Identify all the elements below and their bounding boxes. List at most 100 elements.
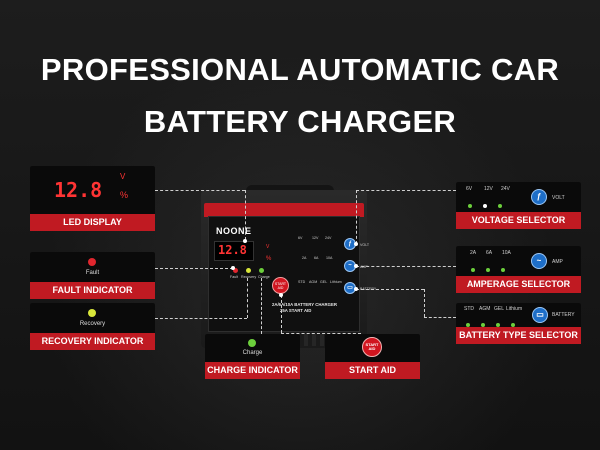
amp-dot-2 — [486, 268, 490, 272]
device-charge-text: Charge — [258, 275, 270, 279]
leader-battery-end — [424, 317, 456, 318]
led-display-value: 12.8 — [54, 178, 103, 202]
device-volt-opt-2: 12V — [312, 236, 319, 240]
device-charge-led — [259, 268, 264, 273]
volt-dot-2 — [483, 204, 487, 208]
callout-recovery-indicator: Recovery RECOVERY INDICATOR — [30, 303, 155, 350]
amp-knob-label: AMP — [552, 259, 563, 265]
fault-led-icon — [88, 258, 96, 266]
leader-battery-drop — [424, 289, 425, 317]
headline-line-1: PROFESSIONAL AUTOMATIC CAR — [40, 52, 560, 87]
leader-start-horizontal — [281, 333, 361, 334]
device-bat-opt-3: GEL — [320, 280, 328, 284]
leader-dot-start — [279, 293, 283, 297]
start-aid-button-icon: START AID — [362, 337, 382, 357]
amp-dot-3 — [501, 268, 505, 272]
start-aid-button-text: START AID — [365, 342, 379, 352]
leader-dot-battery — [354, 287, 358, 291]
device-top-accent — [204, 203, 364, 217]
leader-amperage — [356, 266, 456, 267]
volt-opt-3: 24V — [501, 186, 510, 192]
amp-icon: ~ — [531, 253, 547, 269]
volt-icon: ƒ — [531, 189, 547, 205]
device-model-line-1: 2A/6A/10A BATTERY CHARGER — [272, 302, 337, 307]
bat-opt-3: GEL — [494, 306, 505, 312]
callout-amperage-selector: 2A 6A 10A ~ AMP AMPERAGE SELECTOR — [456, 246, 581, 293]
leader-charge — [261, 278, 262, 334]
device-bat-opt-4: Lithium — [330, 280, 342, 284]
fault-indicator-label: FAULT INDICATOR — [30, 282, 155, 299]
callout-charge-indicator: Charge CHARGE INDICATOR — [205, 334, 300, 379]
amp-opt-3: 10A — [502, 250, 511, 256]
volt-dot-1 — [468, 204, 472, 208]
battery-type-selector-label: BATTERY TYPE SELECTOR — [456, 327, 581, 344]
device-recovery-led — [246, 268, 251, 273]
leader-dot-display — [243, 239, 247, 243]
voltage-selector-label: VOLTAGE SELECTOR — [456, 212, 581, 229]
device-recovery-text: Recovery — [241, 275, 257, 279]
leader-led-display — [155, 190, 245, 191]
leader-dot-amperage — [354, 264, 358, 268]
volt-dot-3 — [498, 204, 502, 208]
volt-opt-2: 12V — [484, 186, 493, 192]
charge-indicator-label: CHARGE INDICATOR — [205, 362, 300, 379]
device-start-aid-text: START AID — [274, 282, 287, 291]
device-fault-text: Fault — [230, 275, 238, 279]
fault-text: Fault — [85, 270, 100, 276]
volt-knob-label: VOLT — [552, 195, 565, 201]
volt-opt-1: 6V — [466, 186, 473, 192]
device-lcd-unit-percent: % — [266, 256, 272, 262]
device-brand-logo: NOONE — [216, 226, 252, 236]
leader-voltage — [356, 190, 456, 191]
amp-opt-1: 2A — [470, 250, 477, 256]
battery-icon: ▭ — [532, 307, 548, 323]
device-volt-label: VOLT — [360, 243, 370, 247]
leader-recovery-rise — [247, 278, 248, 318]
leader-led-display-drop — [245, 190, 246, 240]
device-bat-opt-2: AGM — [309, 280, 318, 284]
led-display-label: LED DISPLAY — [30, 214, 155, 231]
device-front-panel — [208, 216, 360, 332]
amp-opt-2: 6A — [486, 250, 493, 256]
device-lcd-screen — [214, 241, 254, 261]
charge-text: Charge — [242, 350, 263, 356]
headline-line-2: BATTERY CHARGER — [143, 104, 457, 139]
bat-opt-2: AGM — [479, 306, 491, 312]
callout-start-aid: START AID START AID — [325, 334, 420, 379]
device-lcd-unit-volt: V — [266, 244, 270, 250]
recovery-indicator-label: RECOVERY INDICATOR — [30, 333, 155, 350]
leader-dot-fault — [231, 266, 235, 270]
bat-dot-4 — [511, 323, 515, 327]
charge-led-icon — [248, 339, 256, 347]
callout-led-display: 12.8 V % LED DISPLAY — [30, 166, 155, 231]
device-amp-label: AMP — [360, 265, 368, 269]
led-display-unit-percent: % — [120, 190, 129, 200]
callout-fault-indicator: Fault FAULT INDICATOR — [30, 252, 155, 299]
bat-opt-1: STD — [464, 306, 474, 312]
device-amp-opt-1: 2A — [302, 256, 307, 260]
bat-dot-1 — [466, 323, 470, 327]
leader-start — [281, 295, 282, 333]
leader-voltage-drop — [356, 190, 357, 244]
amperage-selector-label: AMPERAGE SELECTOR — [456, 276, 581, 293]
recovery-led-icon — [88, 309, 96, 317]
device-fault-led — [233, 268, 238, 273]
callout-voltage-selector: 6V 12V 24V ƒ VOLT VOLTAGE SELECTOR — [456, 182, 581, 229]
leader-battery — [356, 289, 424, 290]
device-amp-opt-3: 10A — [326, 256, 333, 260]
battery-knob-label: BATTERY — [552, 312, 575, 318]
bat-opt-4: Lithium — [506, 306, 523, 312]
device-model-line-2: 25A START AID — [280, 308, 312, 313]
bat-dot-2 — [481, 323, 485, 327]
device-lcd-value: 12.8 — [218, 243, 247, 257]
device-volt-opt-3: 24V — [325, 236, 332, 240]
recovery-text: Recovery — [79, 321, 106, 327]
device-volt-opt-1: 6V — [298, 236, 303, 240]
bat-dot-3 — [496, 323, 500, 327]
device-amp-opt-2: 6A — [314, 256, 319, 260]
start-aid-label: START AID — [325, 362, 420, 379]
leader-recovery — [155, 318, 247, 319]
device-start-aid-button[interactable]: START AID — [272, 277, 289, 294]
leader-fault — [155, 268, 233, 269]
amp-dot-1 — [471, 268, 475, 272]
